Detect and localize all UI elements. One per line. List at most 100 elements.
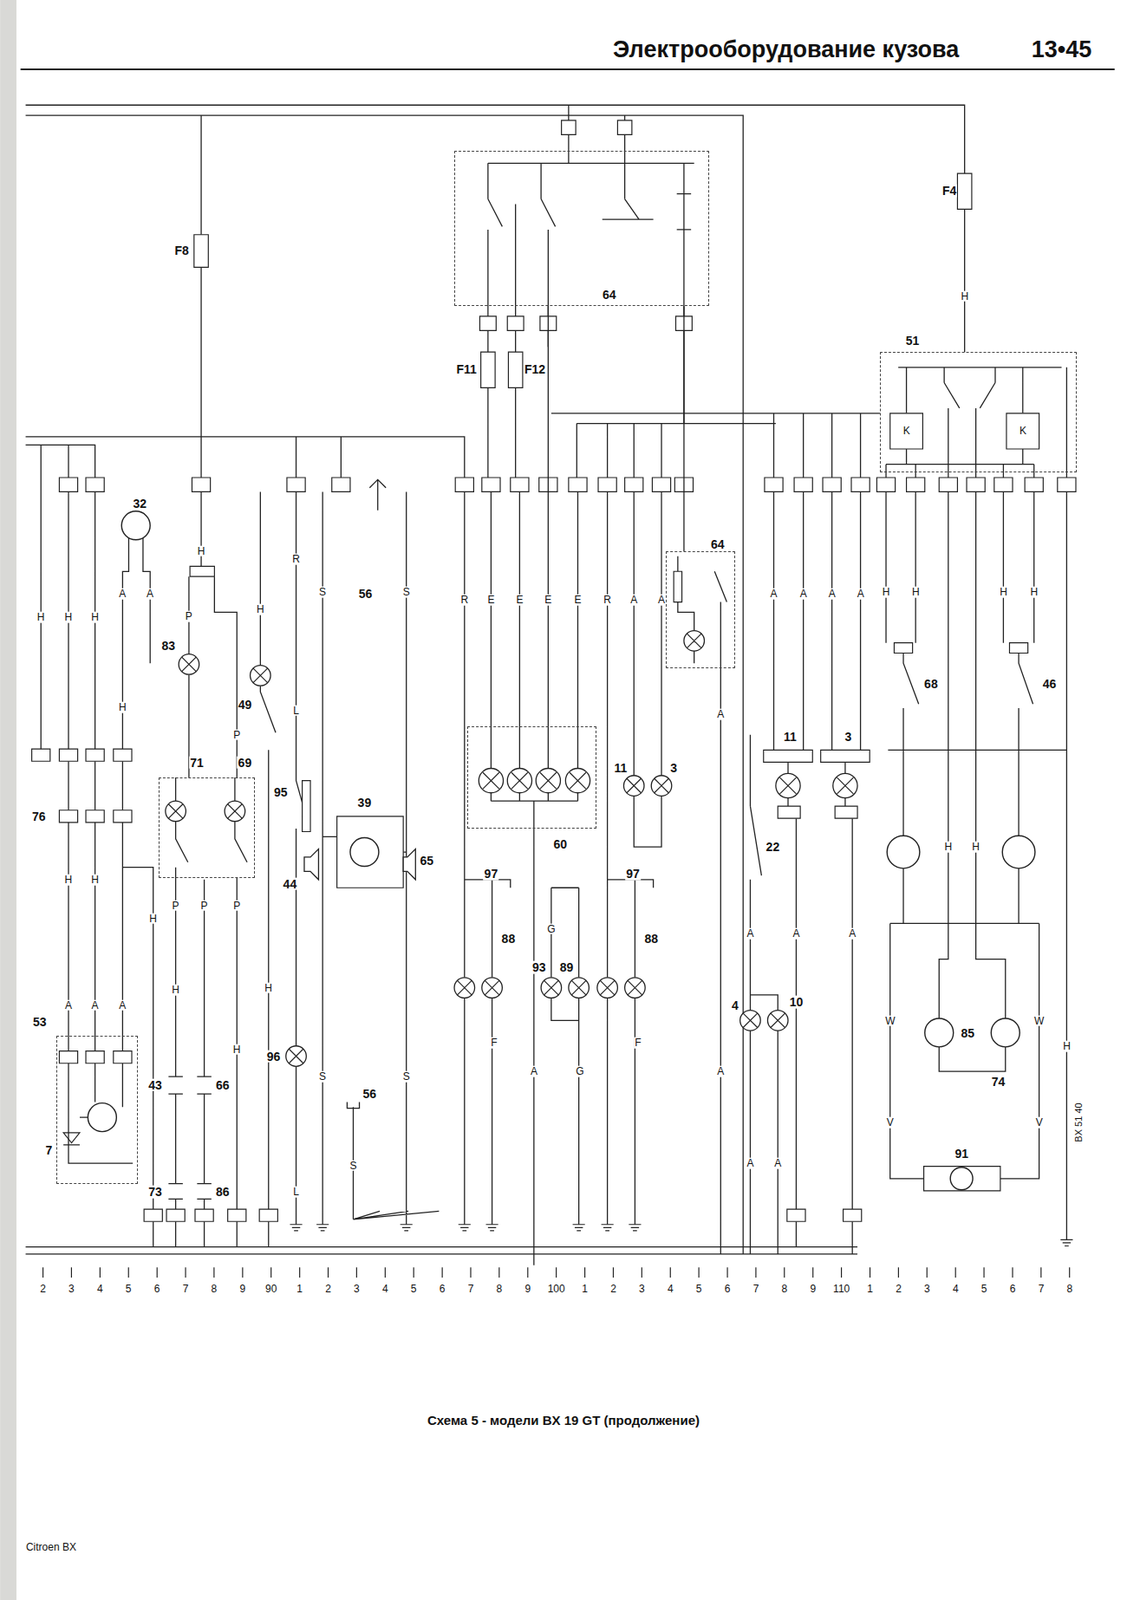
grid-number: 1 <box>295 1283 304 1296</box>
motor-symbol <box>925 1018 954 1048</box>
component-group: 7169 <box>158 777 256 878</box>
lamp-crosses <box>168 633 854 1064</box>
callout-number: 88 <box>644 932 660 946</box>
component-group: 64 <box>665 551 736 669</box>
grid-number: 4 <box>96 1283 105 1296</box>
transistor-symbol <box>87 1103 117 1133</box>
wire-code: P <box>232 899 242 912</box>
wire-code: F <box>489 1037 498 1049</box>
grid-number: 9 <box>808 1283 817 1296</box>
wire-code: S <box>318 1071 327 1083</box>
callout-number: 74 <box>990 1075 1007 1089</box>
grid-number: 4 <box>951 1283 960 1296</box>
callout-number: 11 <box>782 730 798 744</box>
callout-number: 93 <box>531 961 548 975</box>
wire-code: H <box>170 984 181 997</box>
callout-number: 44 <box>282 877 299 891</box>
wire-code: H <box>90 874 100 886</box>
grid-number: 5 <box>695 1283 704 1296</box>
led-symbol <box>63 1133 80 1146</box>
callout-number: 3 <box>844 730 854 744</box>
wire-code: E <box>514 594 524 606</box>
callout-number: 4 <box>730 999 740 1013</box>
grid-number: 100 <box>547 1283 567 1296</box>
wire-code: V <box>1035 1117 1044 1129</box>
wire-code: A <box>529 1066 539 1078</box>
wire-code: P <box>232 729 242 742</box>
wire-code: L <box>292 1186 300 1199</box>
grid-number: 7 <box>182 1283 190 1296</box>
callout-number: 56 <box>358 587 374 601</box>
lamp-symbols <box>165 631 858 1068</box>
callout-number: 83 <box>161 639 177 653</box>
wire-code: H <box>64 874 74 886</box>
callout-number: 65 <box>418 853 435 867</box>
callout-number: 64 <box>601 288 618 302</box>
scan-edge <box>0 0 17 1600</box>
grid-number: 110 <box>832 1283 851 1296</box>
wire-code: F <box>633 1037 642 1049</box>
grid-number: 6 <box>438 1283 447 1296</box>
callout-number: F8 <box>173 243 189 257</box>
motor-symbol <box>886 835 920 869</box>
callout-number: 49 <box>237 697 254 711</box>
wire-code: H <box>1061 1041 1072 1053</box>
grid-number: 2 <box>39 1283 47 1296</box>
grid-number: 2 <box>894 1283 903 1296</box>
wire-code: H <box>36 612 46 624</box>
wire-code: A <box>745 928 755 940</box>
callout-number: 64 <box>710 537 726 551</box>
grid-number: 9 <box>523 1283 532 1296</box>
wire-code: S <box>318 586 327 599</box>
title-rule <box>20 68 1115 71</box>
wire-code: A <box>64 1000 73 1012</box>
grid-number: 9 <box>238 1283 247 1296</box>
wire-code: W <box>884 1015 896 1027</box>
callout-number: F11 <box>455 363 477 377</box>
callout-number: 88 <box>501 932 517 946</box>
wire-code: H <box>944 841 954 854</box>
wire-code: A <box>657 594 666 606</box>
grid-number: 7 <box>1037 1283 1046 1296</box>
grid-number: 8 <box>781 1283 789 1296</box>
callout-number: 85 <box>960 1026 977 1040</box>
wire-code: H <box>1029 586 1039 599</box>
grid-number: 6 <box>1009 1283 1017 1296</box>
wire-code: H <box>911 586 921 599</box>
callout-number: 76 <box>31 810 47 824</box>
grid-number: 2 <box>324 1283 333 1296</box>
code-label: BX 51 40 <box>1074 1102 1085 1144</box>
grid-number: 6 <box>153 1283 162 1296</box>
motor-symbol <box>350 838 379 867</box>
callout-number: 11 <box>612 761 628 775</box>
grid-number: 8 <box>495 1283 504 1296</box>
wire-code: H <box>90 612 100 624</box>
callout-number: 32 <box>132 496 149 510</box>
grid-number: 5 <box>980 1283 989 1296</box>
component-group: 53 <box>56 1035 138 1185</box>
callout-number: 46 <box>1042 677 1058 691</box>
grid-number: 7 <box>467 1283 476 1296</box>
wires <box>26 104 1068 1266</box>
wire-code: R <box>459 594 470 606</box>
wire-connector <box>547 306 549 727</box>
grid-number: 4 <box>381 1283 390 1296</box>
grid-number: 8 <box>1066 1283 1075 1296</box>
callout-number: 71 <box>188 755 205 769</box>
wire-code: L <box>292 704 300 717</box>
wire-code: P <box>184 611 194 623</box>
wire-code: S <box>402 1071 411 1083</box>
callout-number: 3 <box>669 761 678 775</box>
callout-number: 39 <box>357 795 373 809</box>
motor-symbol <box>950 1167 973 1191</box>
grid-number: 5 <box>410 1283 418 1296</box>
page-heading: Электрооборудование кузова <box>612 36 960 61</box>
callout-number: 73 <box>147 1185 163 1199</box>
wire-code: H <box>959 290 970 302</box>
wire-code: E <box>543 594 553 606</box>
wire-code: W <box>1033 1015 1045 1027</box>
wire-code: K <box>1018 425 1028 437</box>
callout-number: 97 <box>625 867 641 881</box>
